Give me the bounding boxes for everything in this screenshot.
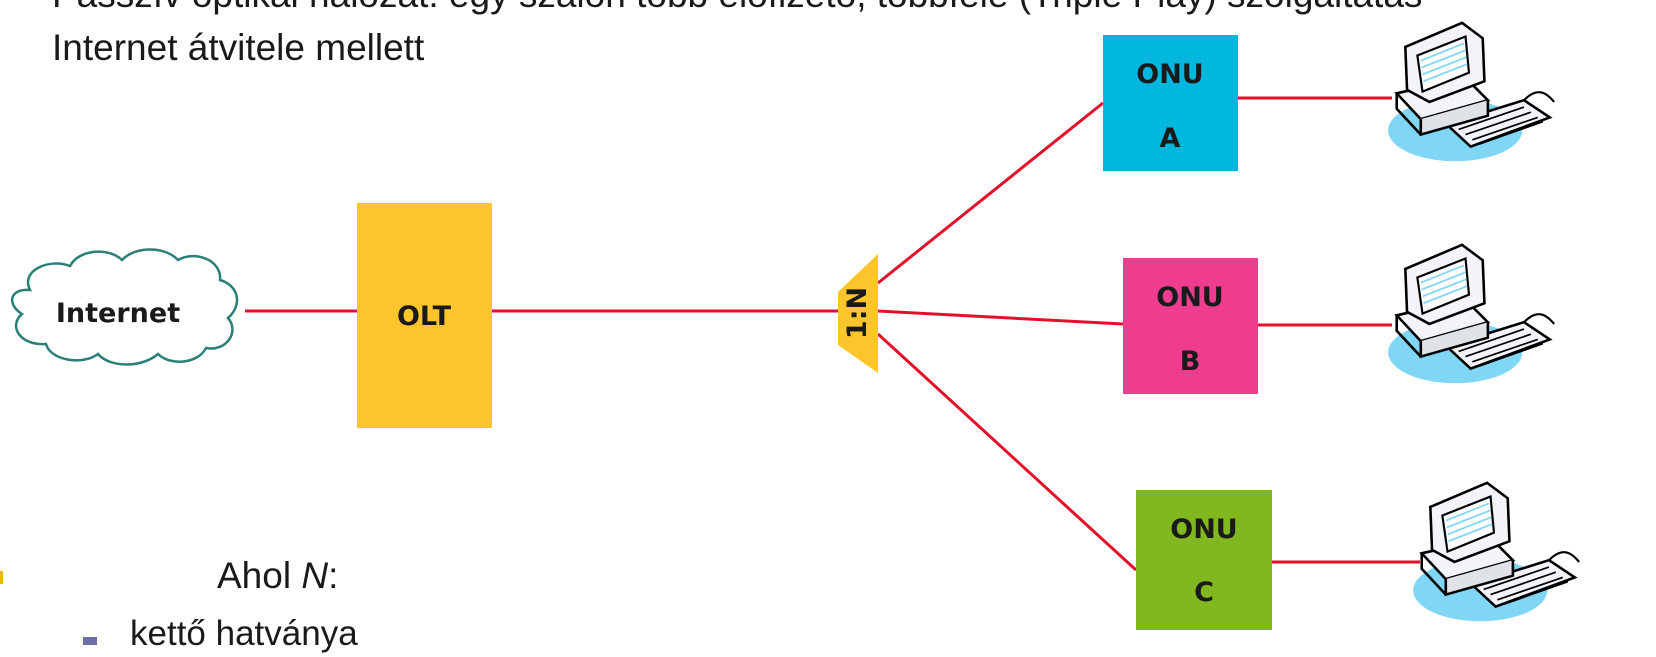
computer-icon-c xyxy=(1411,481,1581,623)
onu-c-line1: ONU xyxy=(1170,514,1237,545)
internet-label: Internet xyxy=(56,298,180,329)
splitter: 1:N xyxy=(838,254,878,373)
splitter-label: 1:N xyxy=(842,287,873,339)
onu-a-box: ONU A xyxy=(1103,35,1238,171)
internet-cloud: Internet xyxy=(10,248,239,366)
onu-a-line1: ONU xyxy=(1136,59,1203,90)
link-splitter-onu-b xyxy=(877,309,1124,326)
olt-box: OLT xyxy=(357,203,492,428)
onu-a-line2: A xyxy=(1160,123,1181,154)
sub-bullet-power-of-two: kettő hatványa xyxy=(130,614,358,653)
sub-bullet-dash-icon xyxy=(83,637,97,645)
computer-icon-a xyxy=(1386,21,1556,163)
link-splitter-onu-c xyxy=(876,332,1138,572)
bullet-square-icon xyxy=(0,571,3,584)
link-splitter-onu-a xyxy=(877,101,1104,285)
slide-title-line-1: Passzív optikai hálózat: egy szálon több… xyxy=(52,0,1422,16)
computer-icon-b xyxy=(1386,243,1556,385)
onu-b-line1: ONU xyxy=(1156,282,1223,313)
onu-b-box: ONU B xyxy=(1123,258,1258,394)
bullet-prefix: Ahol xyxy=(217,555,302,596)
onu-c-box: ONU C xyxy=(1136,490,1272,630)
onu-b-line2: B xyxy=(1180,346,1201,377)
bullet-var: N xyxy=(301,555,329,596)
onu-c-line2: C xyxy=(1194,577,1214,608)
bullet-suffix: : xyxy=(328,555,339,596)
bullet-where-n: Ahol N: xyxy=(217,555,338,597)
slide-title-line-2: Internet átvitele mellett xyxy=(52,27,425,68)
olt-label: OLT xyxy=(397,301,452,332)
